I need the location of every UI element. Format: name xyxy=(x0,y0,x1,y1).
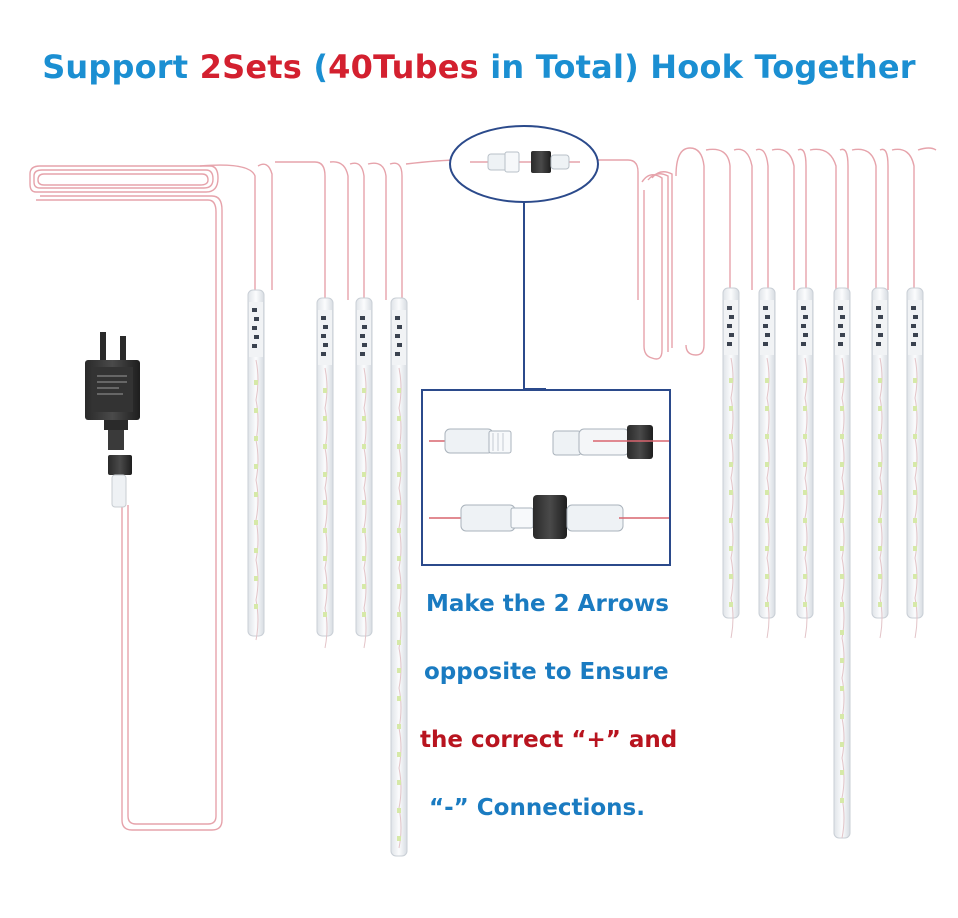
led-meteor-tube-icon xyxy=(796,287,814,639)
headline: Support 2Sets (40Tubes in Total) Hook To… xyxy=(0,48,958,86)
led-meteor-tube-icon xyxy=(722,287,740,639)
title-part-5: in Total) Hook Together xyxy=(478,48,916,86)
led-meteor-tube-icon xyxy=(316,297,334,649)
led-meteor-tube-icon xyxy=(355,297,373,649)
title-part-2: 2Sets xyxy=(199,48,302,86)
power-adapter-icon xyxy=(85,332,140,508)
led-meteor-tube-icon xyxy=(833,287,851,839)
caption-line-3: the correct “+” and xyxy=(420,727,678,753)
led-meteor-tube-icon xyxy=(871,287,889,639)
title-part-1: Support xyxy=(42,48,200,86)
connector-detail-inset xyxy=(421,389,671,566)
caption-line-2: opposite to Ensure xyxy=(424,659,669,685)
title-part-4: 40Tubes xyxy=(328,48,479,86)
caption-line-4: “-” Connections. xyxy=(429,795,645,821)
caption-line-1: Make the 2 Arrows xyxy=(426,591,669,617)
led-tubes xyxy=(247,287,924,857)
led-meteor-tube-icon xyxy=(247,289,265,641)
connector-highlight xyxy=(449,125,599,390)
title-part-3: ( xyxy=(302,48,329,86)
led-meteor-tube-icon xyxy=(758,287,776,639)
led-meteor-tube-icon xyxy=(906,287,924,639)
connector-icon xyxy=(429,425,669,539)
led-meteor-tube-icon xyxy=(390,297,408,857)
wire-bundle xyxy=(29,147,937,831)
